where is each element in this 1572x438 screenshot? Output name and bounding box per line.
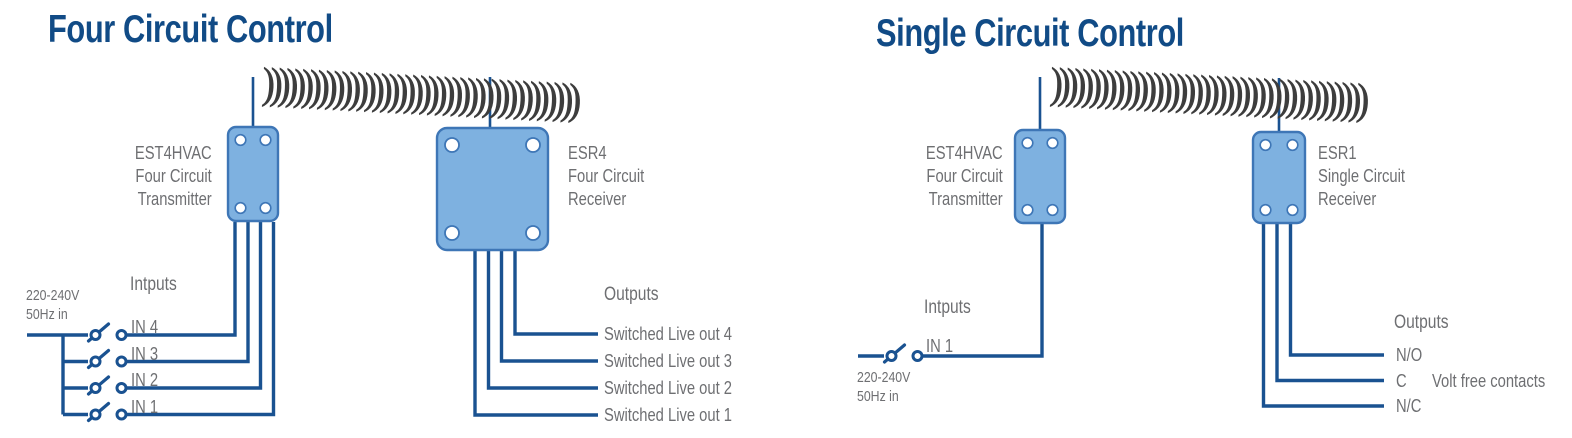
d1-title: Four Circuit Control [48,8,333,51]
d1-transmitter-line3: Transmitter [137,189,212,209]
d1-output-label-out3: Switched Live out 3 [604,351,732,371]
d1-wire-in2 [127,222,263,390]
d1-wire-in1 [127,222,276,417]
d2-wires [858,223,1384,408]
d1-wire-out2 [486,250,598,390]
d1-receiver-line2: Four Circuit [568,166,645,186]
d1-wire-in3 [127,222,250,364]
screw-icon [1286,203,1299,217]
d1-switch-terminal-in1 [115,408,128,421]
d2-title: Single Circuit Control [876,12,1184,55]
d1-receiver-name: ESR4 [568,143,607,163]
screw-icon [1021,203,1034,217]
d1-inputs-header: Intputs [130,274,177,295]
d2-switch-terminal-in1 [911,350,924,362]
d1-input-label-in1: IN 1 [131,396,159,417]
d1-receiver-screws [444,137,541,241]
d1-receiver-label: ESR4 Four Circuit Receiver [568,142,644,211]
d1-devices [226,125,550,252]
screw-icon [1259,203,1272,217]
d1-outputs-header: Outputs [604,284,659,305]
d1-wire-out3 [499,250,598,363]
d2-receiver-name: ESR1 [1318,143,1357,163]
d2-power-voltage: 220-240V [857,369,911,386]
d2-output-label-nc: N/C [1396,396,1422,416]
d1-power-label: 220-240V 50Hz in [26,286,79,324]
d1-wire-in4 [127,222,237,337]
d1-transmitter-screws [234,133,272,215]
d2-transmitter-line3: Transmitter [928,189,1003,209]
d1-switch-terminal-in2 [115,382,128,394]
d2-switch-pivot-in1 [885,350,898,362]
screw-icon [525,225,541,241]
d1-output-label-out1: Switched Live out 1 [604,405,732,425]
d2-input-label-in1: IN 1 [926,336,954,356]
d1-switch-pivot-in1 [89,408,102,421]
d2-power-label: 220-240V 50Hz in [857,368,910,406]
d1-input-label-in2: IN 2 [131,370,159,390]
d1-output-label-out4: Switched Live out 4 [604,324,732,344]
d1-transmitter-name: EST4HVAC [135,143,212,163]
d2-transmitter-line2: Four Circuit [926,166,1003,186]
d1-switch-terminal-in3 [115,355,128,368]
d2-wire-no [1288,223,1384,357]
d2-output-label-no: N/O [1396,345,1423,365]
d2-volt-free-note: Volt free contacts [1432,370,1546,391]
d1-power-frequency: 50Hz in [26,306,68,323]
screw-icon [444,225,460,241]
d1-switch-pivot-in2 [89,382,102,394]
screw-icon [1259,138,1272,152]
d2-transmitter-label: EST4HVAC Four Circuit Transmitter [926,142,1003,211]
d1-switches [86,322,128,423]
d2-wire-nc [1261,223,1384,408]
d1-wire-out1 [473,250,598,417]
d1-receiver-box [435,126,550,252]
d2-antennas [1038,77,1281,132]
d2-devices [1013,128,1307,225]
d2-receiver-label: ESR1 Single Circuit Receiver [1318,142,1405,211]
d1-input-label-in4: IN 4 [131,317,159,337]
screw-icon [525,137,541,153]
d1-antennas [251,77,492,128]
screw-icon [1021,136,1034,150]
d1-transmitter-box [226,125,280,223]
d2-power-frequency: 50Hz in [857,388,899,405]
screw-icon [444,137,460,153]
d1-wire-out4 [513,250,598,336]
screw-icon [1286,138,1299,152]
screw-icon [1046,136,1059,150]
d2-transmitter-name: EST4HVAC [926,143,1003,163]
d2-output-label-c: C [1396,370,1407,391]
screw-icon [234,201,247,215]
d2-wire-in1 [923,224,1044,358]
d1-input-label-in3: IN 3 [131,343,159,364]
d2-receiver-screws [1259,138,1299,217]
d2-switch [882,343,924,364]
d2-outputs-header: Outputs [1394,312,1449,333]
d2-inputs-header: Intputs [924,297,971,318]
d2-receiver-line2: Single Circuit [1318,166,1405,186]
d2-receiver-line3: Receiver [1318,189,1377,209]
d2-wire-c [1275,223,1384,383]
screw-icon [1046,203,1059,217]
screw-icon [259,133,272,147]
screw-icon [259,201,272,215]
d1-wires [27,222,598,417]
d1-receiver-line3: Receiver [568,189,627,209]
d1-switch-terminal-in4 [115,329,128,341]
screw-icon [234,133,247,147]
d1-power-voltage: 220-240V [26,287,80,304]
d2-transmitter-screws [1021,136,1059,217]
d1-output-label-out2: Switched Live out 2 [604,378,732,398]
d1-transmitter-line2: Four Circuit [135,166,212,186]
d2-receiver-box [1251,130,1307,225]
d1-switch-pivot-in4 [89,329,102,341]
d2-transmitter-box [1013,128,1067,225]
d1-transmitter-label: EST4HVAC Four Circuit Transmitter [135,142,212,211]
d1-switch-pivot-in3 [89,355,102,368]
